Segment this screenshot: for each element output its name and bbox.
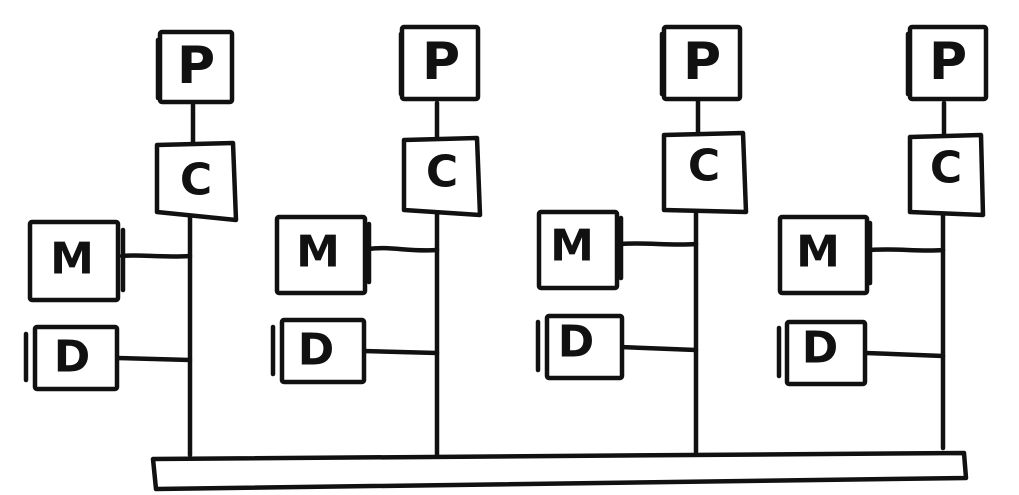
node-3-processor-label: P xyxy=(683,32,721,92)
node-3-memory-label: M xyxy=(550,221,594,272)
node-3-processor: P xyxy=(659,24,743,102)
node-4-memory-label: M xyxy=(796,227,840,278)
node-4-memory: M xyxy=(777,214,873,296)
node-2-disk: D xyxy=(270,317,367,385)
node-3-memory: M xyxy=(536,209,624,291)
node-3-disk-link xyxy=(617,344,699,353)
node-2-cache-label: C xyxy=(426,147,458,198)
node-1-disk-link xyxy=(114,355,193,363)
node-2-memory-label: M xyxy=(296,227,340,278)
node-4-disk-link xyxy=(863,350,946,359)
node-4-disk-label: D xyxy=(802,323,839,374)
node-4-memory-link xyxy=(867,247,946,253)
node-1-memory-link xyxy=(119,253,193,259)
node-1-cache-label: C xyxy=(180,155,212,206)
node-2: P C M D xyxy=(270,24,483,458)
node-4: P C M D xyxy=(776,24,989,451)
node-1: P C M D xyxy=(23,29,239,458)
node-1-disk: D xyxy=(23,324,120,392)
node-1-memory-label: M xyxy=(50,234,94,285)
node-3-cache: C xyxy=(661,130,749,215)
node-3-disk: D xyxy=(535,313,625,381)
node-3-cache-label: C xyxy=(688,141,720,192)
node-3-disk-label: D xyxy=(558,317,595,368)
node-2-memory: M xyxy=(274,214,372,296)
node-1-memory: M xyxy=(27,219,126,303)
node-2-disk-label: D xyxy=(298,325,335,376)
node-1-processor-label: P xyxy=(177,36,215,96)
node-4-cache: C xyxy=(907,132,986,218)
node-4-processor: P xyxy=(905,24,989,102)
node-1-cache: C xyxy=(154,140,239,223)
shared-bus xyxy=(150,450,969,492)
node-3: P C M D xyxy=(535,24,749,455)
node-4-cache-label: C xyxy=(930,143,962,194)
node-1-processor: P xyxy=(155,29,235,105)
node-2-processor: P xyxy=(398,24,481,102)
node-4-disk: D xyxy=(776,319,868,387)
node-2-cache: C xyxy=(401,135,483,218)
node-1-disk-label: D xyxy=(54,332,91,383)
node-4-processor-label: P xyxy=(929,32,967,92)
node-3-memory-link xyxy=(618,241,699,247)
node-2-memory-link xyxy=(365,245,440,253)
node-2-processor-label: P xyxy=(422,32,460,92)
node-2-disk-link xyxy=(360,348,440,356)
